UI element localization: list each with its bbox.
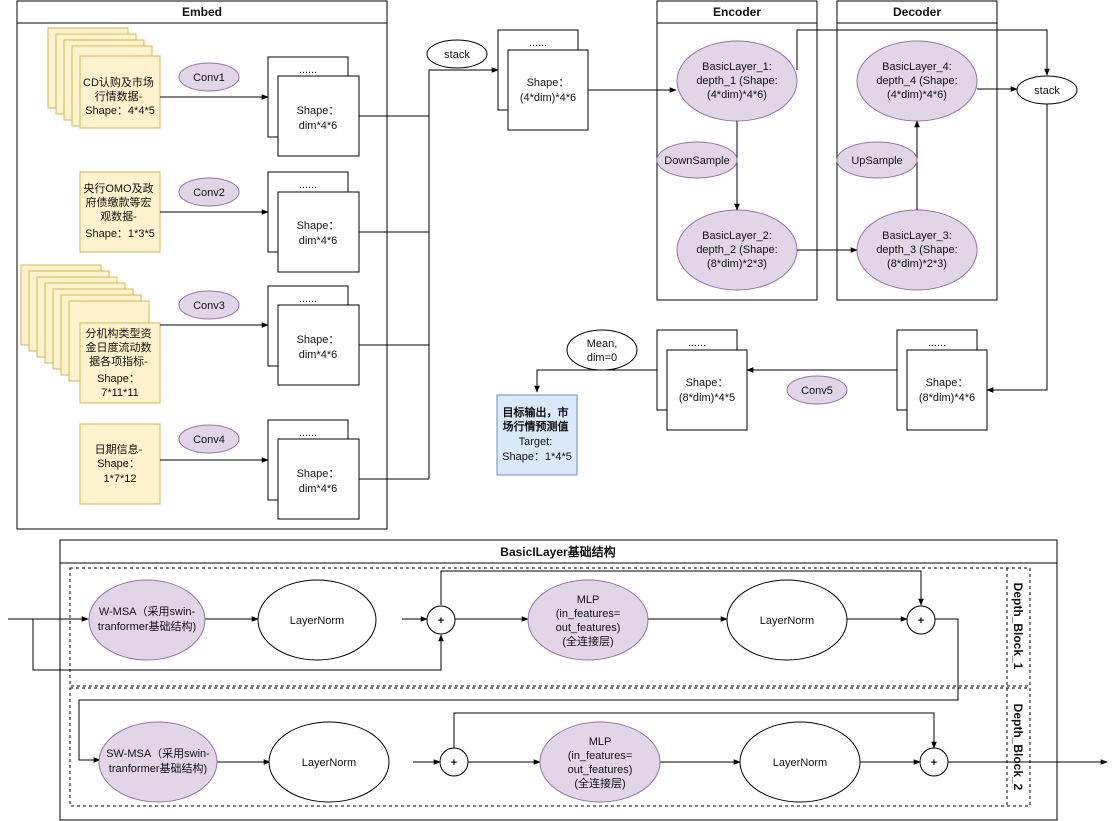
svg-text:+: + <box>931 757 937 769</box>
upsample-op: UpSample <box>836 141 918 179</box>
svg-text:......: ...... <box>299 293 317 305</box>
svg-text:MLP(in_features=out_features)(: MLP(in_features=out_features)(全连接层) <box>556 594 621 648</box>
svg-text:SW-MSA（采用swin-tranformer基础结构): SW-MSA（采用swin-tranformer基础结构) <box>106 747 210 775</box>
add-node-2: + <box>906 605 936 635</box>
svg-text:MLP(in_features=out_features)(: MLP(in_features=out_features)(全连接层) <box>568 736 633 790</box>
stack-node-2: stack <box>1016 75 1078 105</box>
svg-text:stack: stack <box>444 49 470 61</box>
svg-text:W-MSA（采用swin-tranformer基础结构): W-MSA（采用swin-tranformer基础结构) <box>98 605 196 633</box>
conv5-op: Conv5 <box>786 375 848 405</box>
svg-text:BasicLayer_1:depth_1 (Shape:(4: BasicLayer_1:depth_1 (Shape:(4*dim)*4*6) <box>696 61 777 101</box>
conv3-edge: Conv3 <box>160 290 269 328</box>
embed-box-2: ...... Shape：dim*4*6 <box>267 171 360 273</box>
to-decoder-box-arrow <box>986 104 1048 393</box>
row2-wires <box>217 712 1108 765</box>
input-label-fund: 分机构类型资 金日度流动数 据各项指标- Shape： 7*11*11 <box>85 326 154 399</box>
svg-text:......: ...... <box>529 37 547 49</box>
svg-text:BasicLayer_4:depth_4 (Shape:(4: BasicLayer_4:depth_4 (Shape:(4*dim)*4*6) <box>876 61 957 101</box>
encoder-decoder-arrows <box>734 29 1050 253</box>
target-box: 目标输出，市 场行情预测值 Target: Shape：1*4*5 <box>496 394 578 476</box>
mlp-1: MLP(in_features=out_features)(全连接层) <box>527 579 649 661</box>
input-label-date: 日期信息- Shape： 1*7*12 <box>95 442 146 485</box>
conv2-edge: Conv2 <box>160 177 269 215</box>
svg-text:Mean,dim=0: Mean,dim=0 <box>587 338 618 364</box>
svg-text:......: ...... <box>299 427 317 439</box>
input-note-omo: 央行OMO及政 府债缴款等宏 观数据- Shape：1*3*5 <box>79 171 161 253</box>
depth-block-1: Depth_Block_1 <box>69 567 1031 687</box>
decoder-output-box: ...... Shape：(8*dim)*4*6 <box>896 329 988 431</box>
embed-box-4: ...... Shape：dim*4*6 <box>267 419 360 520</box>
svg-text:......: ...... <box>299 179 317 191</box>
add-node-3: + <box>439 747 469 777</box>
svg-text:......: ...... <box>299 64 317 76</box>
layernorm-2: LayerNorm <box>726 579 848 661</box>
svg-text:BasicLayer_2:depth_2 (Shape:(8: BasicLayer_2:depth_2 (Shape:(8*dim)*2*3) <box>696 230 777 270</box>
svg-text:LayerNorm: LayerNorm <box>760 615 814 627</box>
embed-merge-lines <box>359 67 499 480</box>
layernorm-4: LayerNorm <box>739 721 861 803</box>
svg-text:目标输出，市 场行情预测值 Targ: 目标输出，市 场行情预测值 Target: Shape：1*4*5 <box>502 405 572 463</box>
input-stack-fund: 分机构类型资 金日度流动数 据各项指标- Shape： 7*11*11 <box>20 264 161 404</box>
mean-op: Mean,dim=0 <box>566 329 638 371</box>
basiclayer-3: BasicLayer_3:depth_3 (Shape:(8*dim)*2*3) <box>856 209 978 291</box>
svg-text:+: + <box>438 615 444 627</box>
svg-text:Conv5: Conv5 <box>801 385 833 397</box>
input-note-date: 日期信息- Shape： 1*7*12 <box>79 423 161 505</box>
depth-block-2: Depth_Block_2 <box>69 687 1031 807</box>
to-target-arrow <box>534 369 657 393</box>
layernorm-3: LayerNorm <box>268 721 390 803</box>
basiclayer-2: BasicLayer_2:depth_2 (Shape:(8*dim)*2*3) <box>676 209 798 291</box>
svg-text:Shape：dim*4*6: Shape：dim*4*6 <box>297 105 340 132</box>
swmsa-op: SW-MSA（采用swin-tranformer基础结构) <box>98 721 218 803</box>
conv1-label: Conv1 <box>193 72 225 84</box>
wmsa-op: W-MSA（采用swin-tranformer基础结构) <box>88 579 206 661</box>
basiclayer-4: BasicLayer_4:depth_4 (Shape:(4*dim)*4*6) <box>856 40 978 122</box>
conv4-label: Conv4 <box>193 434 225 446</box>
stacked-box: ...... Shape：(4*dim)*4*6 <box>497 29 589 131</box>
svg-text:UpSample: UpSample <box>851 155 902 167</box>
conv5-output-box: ...... Shape：(8*dim)*4*5 <box>656 329 748 431</box>
add-node-4: + <box>919 747 949 777</box>
embed-title: Embed <box>182 5 222 19</box>
depth-block-2-label: Depth_Block_2 <box>1011 704 1025 791</box>
svg-text:Shape：dim*4*6: Shape：dim*4*6 <box>297 334 340 361</box>
downsample-op: DownSample <box>656 141 738 179</box>
stack-node-1: stack <box>426 39 488 69</box>
layernorm-1: LayerNorm <box>257 579 377 661</box>
svg-text:+: + <box>451 757 457 769</box>
encoder-title: Encoder <box>713 5 761 19</box>
svg-text:Shape：dim*4*6: Shape：dim*4*6 <box>297 220 340 247</box>
conv3-label: Conv3 <box>193 300 225 312</box>
svg-text:LayerNorm: LayerNorm <box>302 757 356 769</box>
svg-text:Shape：(4*dim)*4*6: Shape：(4*dim)*4*6 <box>520 77 576 104</box>
decoder-title: Decoder <box>893 5 941 19</box>
conv4-edge: Conv4 <box>160 424 269 463</box>
embed-box-3: ...... Shape：dim*4*6 <box>267 285 360 386</box>
svg-text:DownSample: DownSample <box>664 155 729 167</box>
input-label-cd: CD认购及市场 行情数据- Shape：4*4*5 <box>83 75 157 117</box>
svg-text:Shape：(8*dim)*4*5: Shape：(8*dim)*4*5 <box>679 377 735 404</box>
svg-text:stack: stack <box>1034 85 1060 97</box>
svg-text:Shape：(8*dim)*4*6: Shape：(8*dim)*4*6 <box>919 377 975 404</box>
svg-text:+: + <box>918 615 924 627</box>
svg-text:......: ...... <box>928 337 946 349</box>
svg-text:......: ...... <box>688 337 706 349</box>
conv2-label: Conv2 <box>193 187 225 199</box>
depth-block-1-label: Depth_Block_1 <box>1011 583 1025 670</box>
embed-box-1: ...... Shape：dim*4*6 <box>267 56 360 157</box>
svg-text:BasicLayer_3:depth_3 (Shape:(8: BasicLayer_3:depth_3 (Shape:(8*dim)*2*3) <box>876 230 957 270</box>
conv1-edge: Conv1 <box>160 62 269 100</box>
svg-text:LayerNorm: LayerNorm <box>290 615 344 627</box>
basiclayer-structure-title: BasicILayer基础结构 <box>500 544 615 559</box>
input-label-omo: 央行OMO及政 府债缴款等宏 观数据- Shape：1*3*5 <box>83 181 156 240</box>
mlp-2: MLP(in_features=out_features)(全连接层) <box>539 721 661 803</box>
svg-text:LayerNorm: LayerNorm <box>773 757 827 769</box>
basiclayer-1: BasicLayer_1:depth_1 (Shape:(4*dim)*4*6) <box>676 40 798 122</box>
row1-wires <box>8 570 959 763</box>
svg-text:Shape：dim*4*6: Shape：dim*4*6 <box>297 468 340 495</box>
add-node-1: + <box>426 605 456 635</box>
input-stack-cd: CD认购及市场 行情数据- Shape：4*4*5 <box>47 27 161 129</box>
